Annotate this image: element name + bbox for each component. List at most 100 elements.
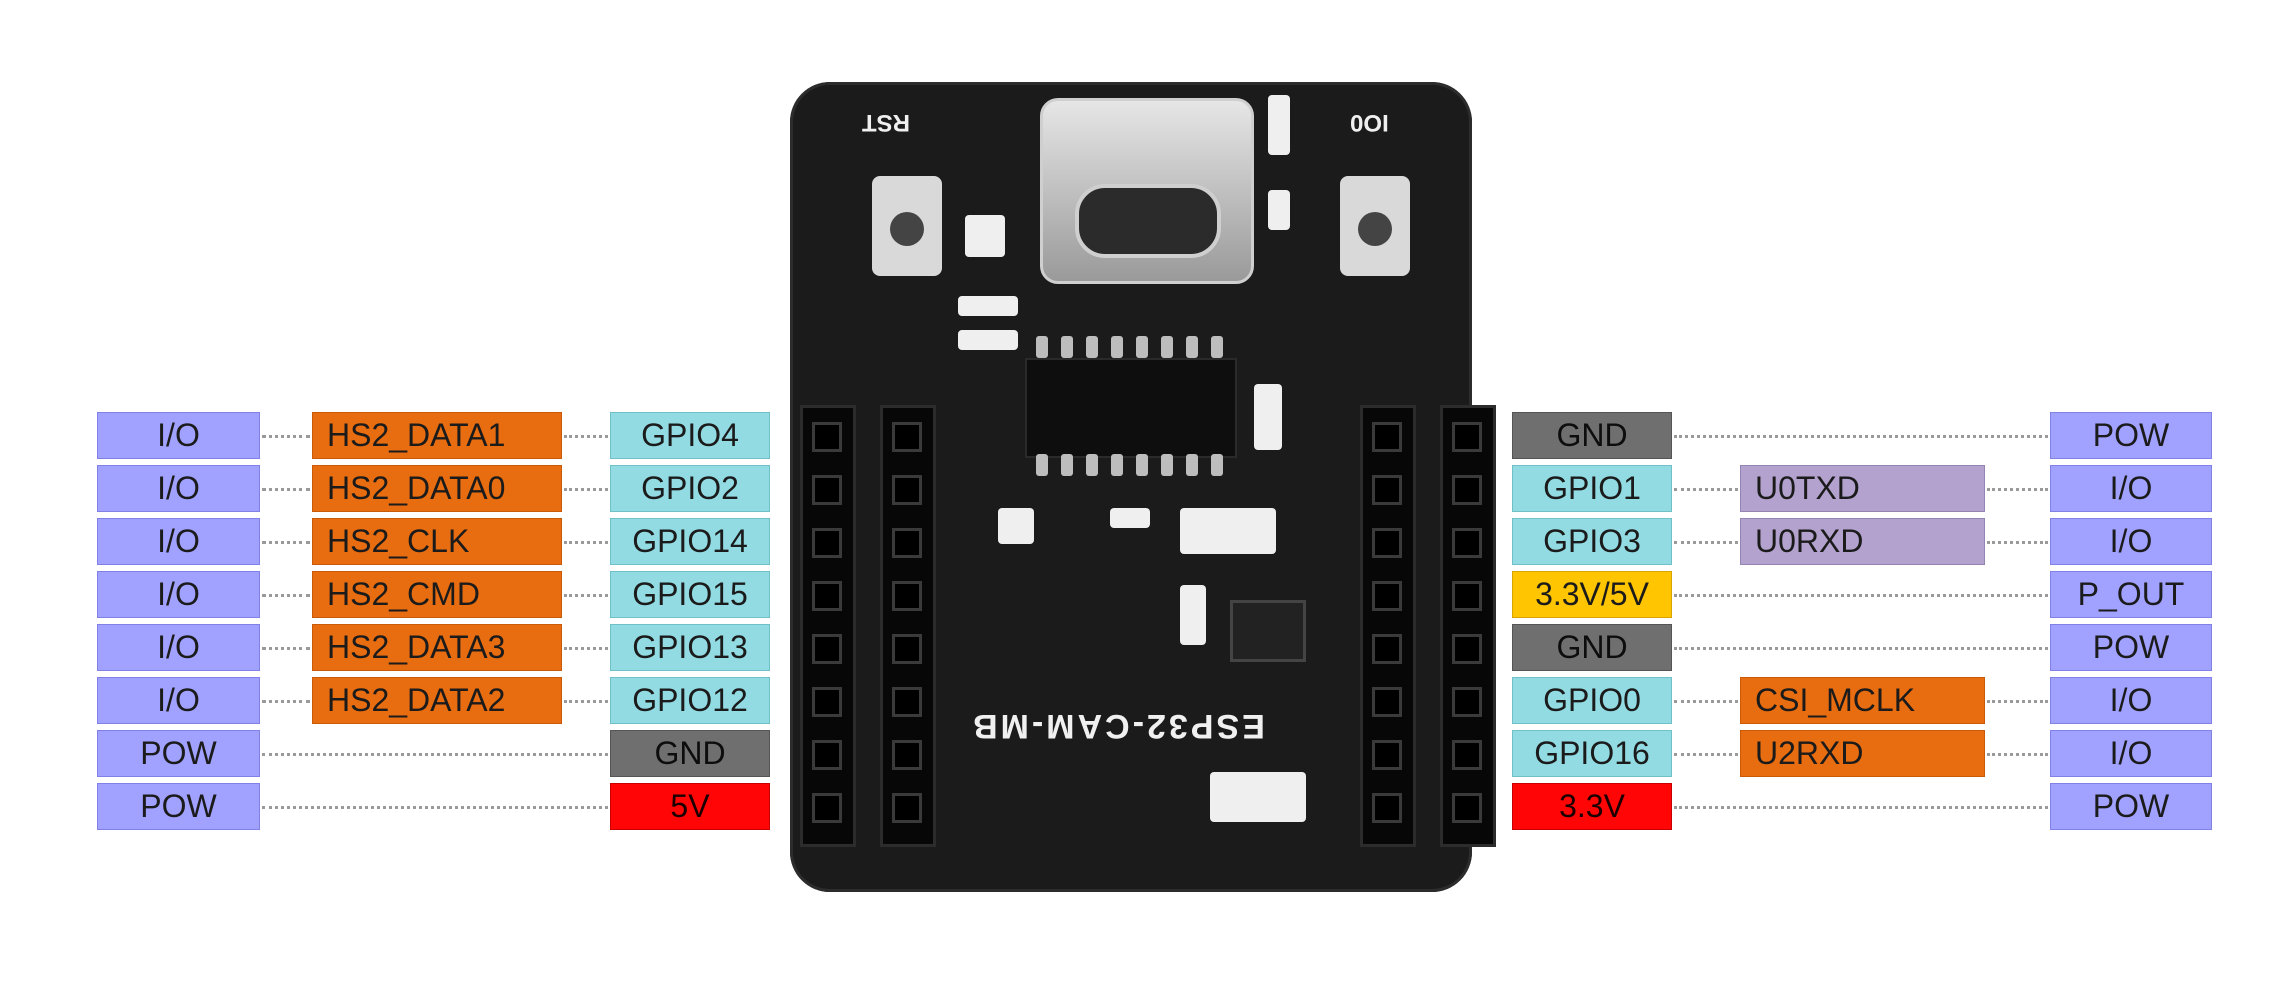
connector-dotted-line <box>1674 700 1738 703</box>
chip-pin-icon <box>1186 454 1198 476</box>
header-hole-icon <box>1452 793 1482 823</box>
smd-capacitor-icon <box>965 215 1005 257</box>
connector-dotted-line <box>1987 541 2048 544</box>
chip-pin-icon <box>1136 336 1148 358</box>
right-pin-gpio: GPIO16 <box>1512 730 1672 777</box>
left-pin-function: HS2_DATA0 <box>312 465 562 512</box>
left-pin-type: I/O <box>97 677 260 724</box>
connector-dotted-line <box>1674 753 1738 756</box>
right-pin-3v3: 3.3V <box>1512 783 1672 830</box>
right-pin-function: U0RXD <box>1740 518 1985 565</box>
header-hole-icon <box>892 528 922 558</box>
connector-dotted-line <box>262 753 608 756</box>
voltage-regulator-icon <box>1230 600 1306 662</box>
smd-resistor-icon <box>1268 190 1290 230</box>
smd-transistor-icon <box>958 330 1018 350</box>
connector-dotted-line <box>564 488 608 491</box>
header-hole-icon <box>1452 740 1482 770</box>
header-hole-icon <box>1452 581 1482 611</box>
right-pin-function: U2RXD <box>1740 730 1985 777</box>
usb-c-port-icon <box>1075 184 1221 258</box>
chip-pin-icon <box>1136 454 1148 476</box>
connector-dotted-line <box>262 594 310 597</box>
right-pin-gpio: GPIO1 <box>1512 465 1672 512</box>
smd-capacitor-icon <box>998 508 1034 544</box>
smd-led-icon <box>1268 95 1290 155</box>
left-pin-function: HS2_CMD <box>312 571 562 618</box>
right-pin-type: POW <box>2050 783 2212 830</box>
board-name-silkscreen: ESP32-CAM-MB <box>970 707 1265 745</box>
chip-pin-icon <box>1211 454 1223 476</box>
connector-dotted-line <box>262 488 310 491</box>
smd-inductor-icon <box>1210 772 1306 822</box>
smd-inductor-icon <box>1180 508 1276 554</box>
usb-serial-chip-icon <box>1025 358 1237 458</box>
right-pin-type: POW <box>2050 624 2212 671</box>
left-pin-gpio: GPIO14 <box>610 518 770 565</box>
right-pin-gpio: GPIO0 <box>1512 677 1672 724</box>
left-header-inner <box>880 405 936 847</box>
header-hole-icon <box>892 687 922 717</box>
chip-pin-icon <box>1036 454 1048 476</box>
connector-dotted-line <box>1987 753 2048 756</box>
connector-dotted-line <box>564 541 608 544</box>
header-hole-icon <box>892 581 922 611</box>
chip-pin-icon <box>1111 454 1123 476</box>
connector-dotted-line <box>1674 647 2048 650</box>
smd-capacitor-icon <box>1180 585 1206 645</box>
header-hole-icon <box>1452 528 1482 558</box>
connector-dotted-line <box>564 435 608 438</box>
header-hole-icon <box>1372 422 1402 452</box>
left-header-outer <box>800 405 856 847</box>
left-pin-gpio: GPIO13 <box>610 624 770 671</box>
left-pin-function: HS2_DATA3 <box>312 624 562 671</box>
left-pin-function: HS2_DATA1 <box>312 412 562 459</box>
right-pin-type: I/O <box>2050 518 2212 565</box>
chip-pin-icon <box>1086 336 1098 358</box>
rst-silkscreen-label: RST <box>862 109 910 136</box>
right-pin-gnd: GND <box>1512 412 1672 459</box>
header-hole-icon <box>1372 475 1402 505</box>
chip-pin-icon <box>1061 336 1073 358</box>
header-hole-icon <box>892 475 922 505</box>
header-hole-icon <box>1372 740 1402 770</box>
header-hole-icon <box>812 422 842 452</box>
header-hole-icon <box>812 740 842 770</box>
header-hole-icon <box>1372 634 1402 664</box>
header-hole-icon <box>812 687 842 717</box>
connector-dotted-line <box>564 594 608 597</box>
right-pin-function: CSI_MCLK <box>1740 677 1985 724</box>
header-hole-icon <box>1452 687 1482 717</box>
connector-dotted-line <box>1674 541 1738 544</box>
left-pin-5v: 5V <box>610 783 770 830</box>
left-pin-gpio: GPIO2 <box>610 465 770 512</box>
right-header-inner <box>1360 405 1416 847</box>
connector-dotted-line <box>262 806 608 809</box>
header-hole-icon <box>812 581 842 611</box>
chip-pin-icon <box>1086 454 1098 476</box>
left-pin-type: I/O <box>97 518 260 565</box>
left-pin-gnd: GND <box>610 730 770 777</box>
connector-dotted-line <box>262 647 310 650</box>
rst-button-cap-icon <box>890 212 924 246</box>
header-hole-icon <box>1372 581 1402 611</box>
header-hole-icon <box>892 740 922 770</box>
connector-dotted-line <box>564 647 608 650</box>
connector-dotted-line <box>1987 488 2048 491</box>
chip-pin-icon <box>1061 454 1073 476</box>
connector-dotted-line <box>1987 700 2048 703</box>
header-hole-icon <box>1452 475 1482 505</box>
connector-dotted-line <box>262 700 310 703</box>
right-pin-type: I/O <box>2050 677 2212 724</box>
right-pin-gnd: GND <box>1512 624 1672 671</box>
left-pin-function: HS2_DATA2 <box>312 677 562 724</box>
connector-dotted-line <box>1674 806 2048 809</box>
header-hole-icon <box>1452 422 1482 452</box>
io0-silkscreen-label: IO0 <box>1350 109 1389 136</box>
smd-transistor-icon <box>958 296 1018 316</box>
chip-pin-icon <box>1111 336 1123 358</box>
smd-diode-icon <box>1254 384 1282 450</box>
header-hole-icon <box>812 528 842 558</box>
right-pin-type: P_OUT <box>2050 571 2212 618</box>
